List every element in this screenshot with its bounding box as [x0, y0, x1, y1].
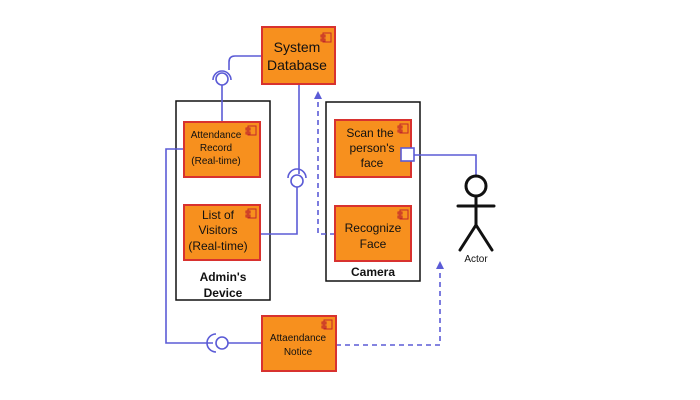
component-attendance-record[interactable]: Attendance Record (Real-time): [183, 121, 261, 178]
connectors: [165, 55, 477, 353]
connector-attendance-record-to-notice: [165, 148, 213, 344]
component-icon: [397, 123, 409, 134]
scan-face-label-line3: face: [361, 156, 384, 170]
component-icon: [245, 208, 257, 219]
ball-interface-icon: [290, 174, 304, 188]
dependency-recognize-to-database: [314, 91, 335, 235]
attendance-record-label-line1: Attendance: [191, 130, 242, 141]
port-icon: [400, 147, 415, 162]
admin-device-label-line1: Admin's: [200, 270, 247, 284]
attendance-notice-label-line2: Notice: [284, 347, 313, 358]
dependency-notice-to-actor: [336, 261, 444, 346]
socket-interface-icon: [206, 333, 217, 353]
ball-interface-icon: [215, 336, 229, 350]
component-attendance-notice[interactable]: Attaendance Notice: [261, 315, 337, 372]
system-database-label-line1: System: [274, 39, 321, 55]
ball-interface-icon: [215, 72, 229, 86]
attendance-notice-label-line1: Attaendance: [270, 333, 327, 344]
component-icon: [321, 319, 333, 330]
camera-label: Camera: [351, 265, 395, 279]
scan-face-label-line2: person's: [350, 141, 395, 155]
socket-interface-icon: [287, 168, 307, 179]
attendance-record-label-line2: Record: [200, 143, 232, 154]
component-system-database[interactable]: System Database: [261, 26, 336, 85]
actor-label: Actor: [464, 254, 488, 265]
component-scan-face[interactable]: Scan the person's face: [334, 119, 415, 178]
recognize-face-label-line2: Face: [360, 237, 387, 251]
component-list-of-visitors[interactable]: List of Visitors (Real-time): [183, 204, 261, 261]
system-database-label-line2: Database: [267, 57, 327, 73]
attendance-record-label-line3: (Real-time): [191, 156, 240, 167]
component-icon: [320, 32, 332, 43]
recognize-face-label-line1: Recognize: [345, 221, 402, 235]
component-recognize-face[interactable]: Recognize Face: [334, 205, 412, 262]
actor[interactable]: Actor: [456, 174, 496, 265]
list-of-visitors-label-line1: List of: [202, 208, 235, 222]
list-of-visitors-label-line2: Visitors: [198, 223, 237, 237]
connector-db-to-attendance-record: [228, 55, 262, 70]
list-of-visitors-label-line3: (Real-time): [188, 239, 247, 253]
actor-icon: [456, 174, 496, 252]
connector-scan-to-actor: [414, 154, 477, 176]
component-icon: [397, 209, 409, 220]
scan-face-label-line1: Scan the: [346, 126, 394, 140]
component-icon: [245, 125, 257, 136]
admin-device-label-line2: Device: [204, 286, 243, 300]
socket-interface-icon: [212, 70, 232, 81]
